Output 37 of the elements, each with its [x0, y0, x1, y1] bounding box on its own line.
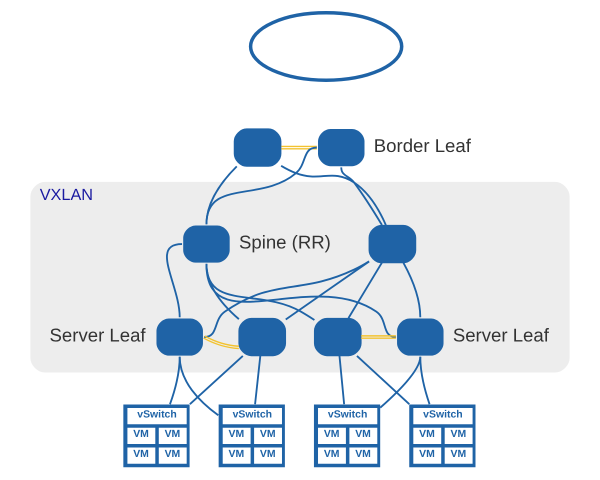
- node-box: [314, 318, 362, 356]
- node-label: Server Leaf: [452, 324, 549, 346]
- node-label: Spine (RR): [238, 231, 331, 252]
- node-box: [318, 129, 364, 166]
- connector: [254, 356, 262, 404]
- connector: [380, 356, 422, 408]
- node-box: [183, 225, 230, 263]
- connector: [419, 356, 430, 404]
- connector: [361, 335, 396, 339]
- connector: [280, 165, 387, 226]
- node-box: vSwitch VM VM VM VM: [123, 404, 190, 468]
- connector: [206, 264, 396, 338]
- node-cloud: [248, 11, 404, 82]
- connector: [203, 335, 239, 350]
- connector: [340, 167, 383, 226]
- connector: [285, 260, 370, 320]
- connector: [402, 262, 422, 318]
- node-label: Border Leaf: [374, 135, 471, 156]
- node-box: [238, 318, 286, 356]
- connector: [178, 356, 219, 416]
- connector: [169, 356, 181, 405]
- connector: [189, 355, 244, 405]
- node-label: Server Leaf: [50, 324, 146, 346]
- node-box: [397, 318, 444, 356]
- node-box: [156, 318, 203, 356]
- connector: [356, 355, 410, 405]
- node-box: vSwitch VM VM VM VM: [314, 404, 380, 468]
- node-box: vSwitch VM VM VM VM: [218, 404, 285, 468]
- connector: [206, 146, 317, 224]
- node-box: [234, 128, 282, 167]
- connector: [281, 146, 317, 150]
- node-box: [368, 224, 416, 264]
- connector: [348, 262, 383, 319]
- connector: [204, 260, 370, 338]
- node-box: vSwitch VM VM VM VM: [409, 404, 476, 468]
- connector: [166, 243, 182, 318]
- connector: [338, 356, 346, 404]
